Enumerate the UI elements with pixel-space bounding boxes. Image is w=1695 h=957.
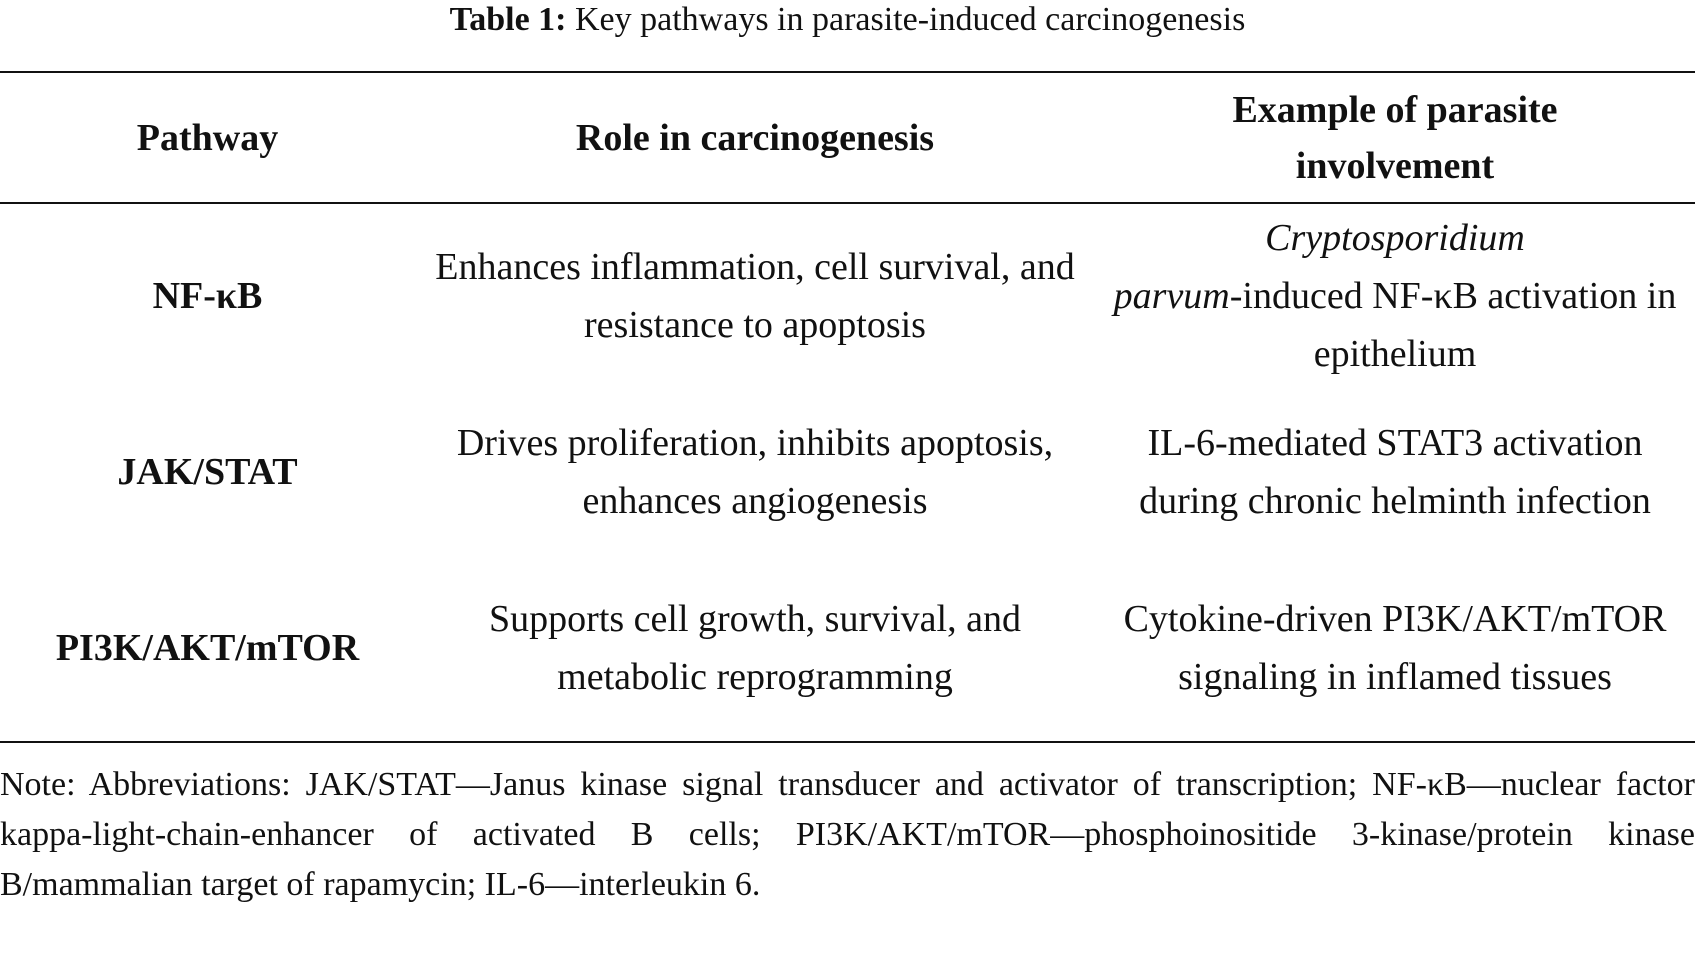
cell-pathway: PI3K/AKT/mTOR	[55, 627, 360, 669]
header-example-line2: involvement	[1295, 144, 1495, 187]
cell-example: Cytokine-driven PI3K/AKT/mTOR signaling …	[1123, 598, 1667, 698]
table-caption-label: Table 1:	[449, 1, 567, 38]
cell-example-species-genus: Cryptosporidium	[1265, 217, 1525, 259]
pathways-table: Pathway Role in carcinogenesis Example o…	[0, 73, 1695, 736]
header-example: Example of parasite involvement	[1095, 73, 1695, 202]
table-caption: Table 1: Key pathways in parasite-induce…	[0, 0, 1695, 40]
table-note: Note: Abbreviations: JAK/STAT—Janus kina…	[0, 766, 1695, 903]
table-row: NF-κB Enhances inflammation, cell surviv…	[0, 202, 1695, 384]
table-header-rule	[0, 202, 1695, 204]
table-row: JAK/STAT Drives proliferation, inhibits …	[0, 384, 1695, 560]
header-role: Role in carcinogenesis	[575, 116, 935, 159]
table-bottom-rule	[0, 741, 1695, 743]
table-top-rule	[0, 71, 1695, 73]
cell-role: Drives proliferation, inhibits apoptosis…	[456, 422, 1054, 522]
cell-example-rest: -induced NF-κB activation in epithelium	[1229, 275, 1677, 375]
header-example-line1: Example of parasite	[1232, 88, 1558, 131]
cell-example: IL-6-mediated STAT3 activation during ch…	[1139, 422, 1651, 522]
cell-role: Supports cell growth, survival, and meta…	[489, 598, 1021, 698]
cell-pathway: JAK/STAT	[117, 451, 298, 493]
cell-example-species-epithet: parvum	[1113, 275, 1230, 317]
cell-example: Cryptosporidium parvum-induced NF-κB act…	[1095, 202, 1695, 384]
cell-pathway: NF-κB	[152, 275, 263, 317]
table-caption-text: Key pathways in parasite-induced carcino…	[575, 1, 1246, 38]
cell-role: Enhances inflammation, cell survival, an…	[435, 246, 1075, 346]
header-pathway: Pathway	[136, 116, 279, 159]
table-header-row: Pathway Role in carcinogenesis Example o…	[0, 73, 1695, 202]
table-row: PI3K/AKT/mTOR Supports cell growth, surv…	[0, 560, 1695, 736]
